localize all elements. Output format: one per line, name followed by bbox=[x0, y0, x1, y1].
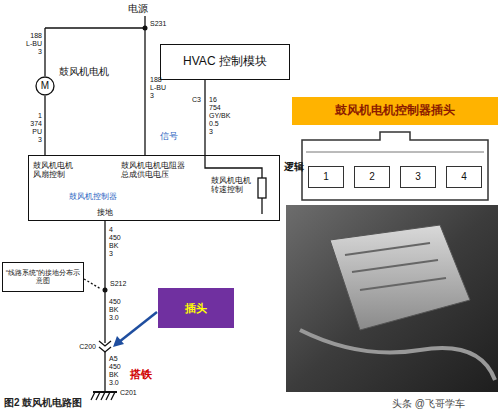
wire-label: 1 bbox=[38, 112, 42, 119]
signal-inner-wire bbox=[205, 156, 262, 178]
module-box: HVAC 控制模块 bbox=[160, 44, 290, 80]
wire-label: 电源 bbox=[128, 4, 148, 14]
resistor-lead bbox=[261, 198, 262, 214]
node-text: 鼓风机电机风扇控制 bbox=[33, 161, 75, 179]
wire-label: 188 bbox=[30, 32, 42, 39]
pin-box: 3 bbox=[400, 166, 436, 188]
controller-box: 鼓风机电机风扇控制 鼓风机电机电阻器总成供电电压鼓风机电机转速控制鼓风机控制器接地 bbox=[28, 155, 280, 221]
pin-box: 1 bbox=[308, 166, 344, 188]
wire-label: 4 bbox=[109, 226, 113, 233]
callout-arrow bbox=[119, 312, 157, 342]
splice-dot bbox=[143, 26, 148, 31]
wire-label: L-BU bbox=[26, 40, 42, 47]
wire-label: 450 bbox=[109, 298, 121, 305]
ground-wire bbox=[104, 351, 105, 392]
wire-label: 188 bbox=[150, 76, 162, 83]
ground-wire bbox=[104, 221, 105, 343]
wire-connector bbox=[44, 96, 45, 155]
node-text: 鼓风机电机 bbox=[59, 66, 109, 78]
figure-caption: 图2 鼓风机电路图 bbox=[4, 398, 82, 408]
power-bus bbox=[45, 27, 145, 28]
wire-label: 374 bbox=[30, 120, 42, 127]
node-text: 鼓风机控制器 bbox=[69, 192, 117, 201]
connector-photo bbox=[286, 205, 498, 392]
motor-symbol: M鼓风机电机 bbox=[35, 76, 55, 96]
node-text: 2 bbox=[369, 171, 375, 183]
wire-label: 3.0 bbox=[109, 379, 119, 386]
splice-dot bbox=[103, 288, 108, 293]
photo-connector-body bbox=[330, 225, 470, 330]
wire-label: A5 bbox=[109, 355, 118, 362]
arrow-head bbox=[113, 336, 124, 347]
wire-label: 0.5 bbox=[209, 120, 219, 127]
wire-label: 450 bbox=[109, 363, 121, 370]
wire-label: 逻辑 bbox=[284, 162, 304, 172]
wire-label: 3 bbox=[150, 92, 154, 99]
wire-label: BK bbox=[109, 371, 118, 378]
pin-box: 4 bbox=[446, 166, 482, 188]
callout-box: 插头 bbox=[158, 288, 234, 328]
node-text: 接地 bbox=[97, 208, 113, 217]
wire-label: GY/BK bbox=[209, 112, 230, 119]
wire-label: BK bbox=[109, 306, 118, 313]
wire-label: 头条 @飞哥学车 bbox=[392, 399, 465, 409]
wire-label: 3 bbox=[209, 128, 213, 135]
wire-label: PU bbox=[32, 128, 42, 135]
node-text: 鼓风机电机转速控制 bbox=[211, 176, 255, 194]
wire-label: C200 bbox=[79, 343, 96, 350]
wire-label: S231 bbox=[150, 20, 166, 27]
photo-ribs bbox=[345, 243, 446, 290]
wire-label: 3 bbox=[109, 250, 113, 257]
wire-connector bbox=[204, 80, 205, 155]
title-banner: 鼓风机电机控制器插头 bbox=[292, 97, 498, 125]
connector-rib bbox=[306, 152, 484, 153]
pin-box: 2 bbox=[354, 166, 390, 188]
wire-label: 450 bbox=[109, 234, 121, 241]
photo-cable bbox=[300, 330, 495, 380]
node-text: M bbox=[41, 80, 49, 92]
node-text: 插头 bbox=[185, 302, 207, 315]
leader-line bbox=[84, 279, 101, 289]
ground-hatch bbox=[91, 392, 115, 400]
node-text: 4 bbox=[461, 171, 467, 183]
wire-label: 16 bbox=[209, 96, 217, 103]
node-text: 鼓风机电机电阻器总成供电电压 bbox=[121, 161, 187, 179]
wire-label: L-BU bbox=[150, 84, 166, 91]
node-text: “线路系统”的接地分布示意图 bbox=[5, 269, 81, 285]
connector-symbol bbox=[99, 341, 111, 352]
node-text: 3 bbox=[415, 171, 421, 183]
motor-feed-wire bbox=[44, 28, 45, 76]
note-box: “线路系统”的接地分布示意图 bbox=[2, 262, 84, 292]
wire-label: BK bbox=[109, 242, 118, 249]
wire-label: S212 bbox=[110, 280, 126, 287]
wire-label: 3 bbox=[38, 48, 42, 55]
wire-label: 3 bbox=[38, 136, 42, 143]
node-text: 1 bbox=[323, 171, 329, 183]
wire-label: 3.0 bbox=[109, 314, 119, 321]
controller-feed-wire bbox=[144, 28, 145, 155]
wire-label: 754 bbox=[209, 104, 221, 111]
wire-label: C3 bbox=[192, 96, 201, 103]
connector-outline bbox=[302, 132, 488, 200]
node-text: 鼓风机电机控制器插头 bbox=[335, 104, 455, 118]
node-text: HVAC 控制模块 bbox=[183, 55, 267, 69]
wire-label: C201 bbox=[120, 389, 137, 396]
wire-label: 搭铁 bbox=[130, 369, 152, 380]
wire-label: 信号 bbox=[160, 132, 178, 141]
resistor-symbol bbox=[258, 178, 266, 198]
